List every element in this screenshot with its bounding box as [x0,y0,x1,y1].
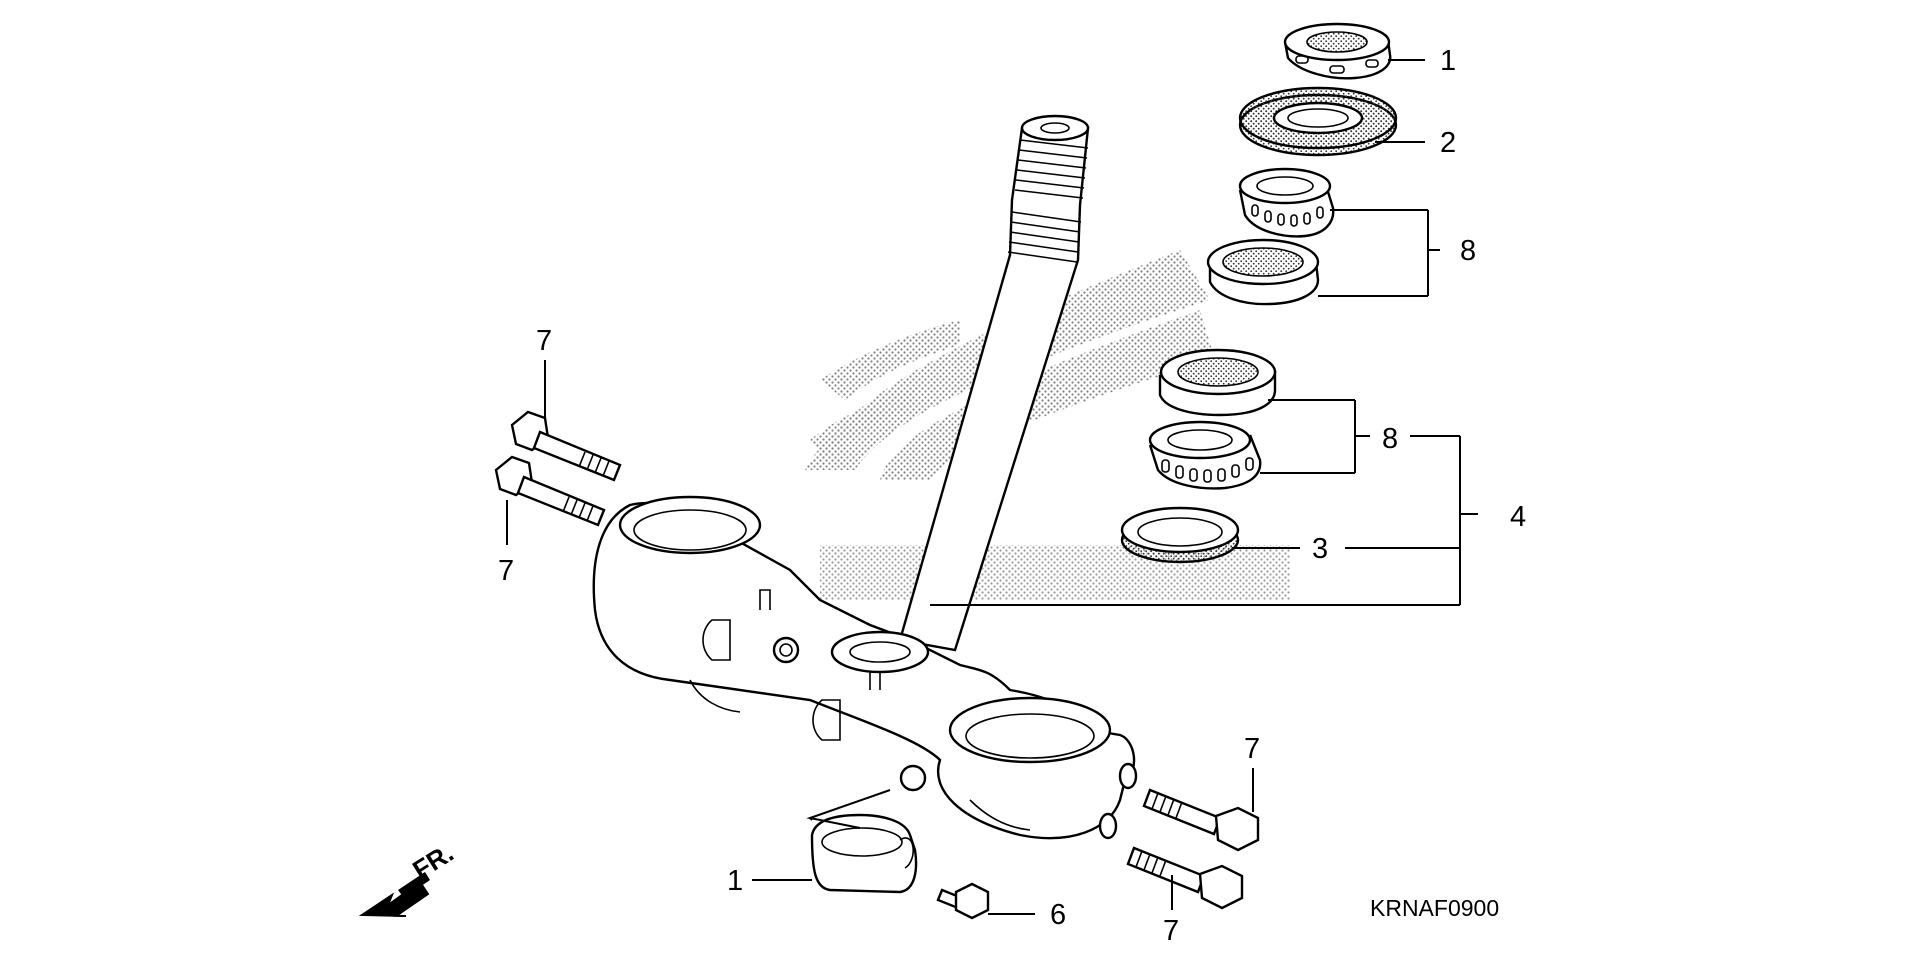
callout-2: 2 [1440,127,1456,159]
steering-stem-shaft [898,114,1090,652]
leader-lines [506,59,1478,915]
callout-7-top: 7 [536,325,552,357]
dust-seal-part-3 [1120,506,1240,564]
front-direction-arrow-icon [358,872,430,917]
front-marker-label: FR. [407,837,458,885]
pinch-bolt-part-7-lower-a [1142,788,1260,852]
callout-6: 6 [1050,899,1066,931]
steering-stem-lock-nut-part-5 [1283,22,1392,80]
callout-7-left: 7 [498,555,514,587]
callout-7-bottom: 7 [1163,915,1179,947]
lower-bearing-cage-part-8 [1148,420,1262,490]
upper-bearing-race-part-8 [1206,238,1320,306]
triple-clamp-lower-bracket [592,495,1138,840]
callout-8-lower: 8 [1382,423,1398,455]
callout-1: 1 [727,865,743,897]
callout-5: 1 [1440,45,1456,77]
callout-8-upper: 8 [1460,235,1476,267]
upper-bearing-cage-part-8 [1238,167,1335,238]
pinch-bolt-part-7-upper-a [510,410,622,482]
steering-head-seal-part-2 [1238,86,1398,157]
callout-4: 4 [1510,501,1526,533]
callout-3: 3 [1312,533,1328,565]
lower-bearing-race-part-8 [1158,348,1277,417]
callout-7-right: 7 [1244,733,1260,765]
diagram-code: KRNAF0900 [1370,895,1499,921]
pinch-bolt-part-7-lower-b [1126,846,1244,910]
pinch-bolt-part-7-upper-b [494,455,606,527]
handlebar-holder-part-1 [810,813,918,894]
holder-bolt-part-6 [936,882,990,920]
